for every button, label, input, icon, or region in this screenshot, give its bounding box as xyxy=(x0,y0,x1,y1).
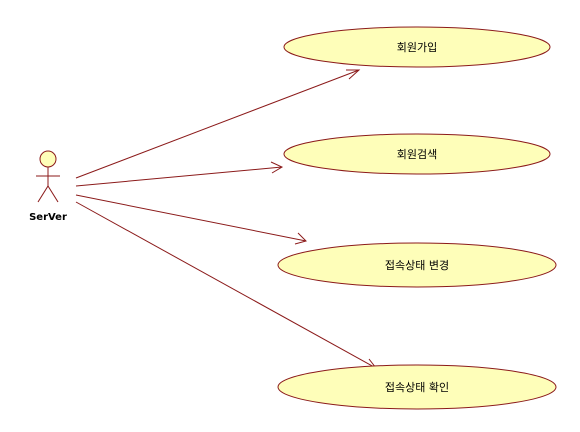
association-3 xyxy=(75,194,307,245)
association-line xyxy=(75,201,377,369)
use-case-ellipse xyxy=(283,133,551,175)
use-case-ellipse xyxy=(277,242,557,288)
use-case-label: 접속상태 확인 xyxy=(385,381,449,394)
actor-label: SerVer xyxy=(29,212,67,223)
use-case-label: 회원가입 xyxy=(397,41,437,54)
use-case-4[interactable]: 접속상태 확인 xyxy=(277,364,557,410)
association-2 xyxy=(75,161,284,187)
actor-head xyxy=(39,150,57,168)
arrowhead xyxy=(294,232,307,245)
association-line xyxy=(75,69,360,179)
actor-left-leg xyxy=(37,185,49,203)
use-case-1[interactable]: 회원가입 xyxy=(283,26,551,68)
use-case-ellipse xyxy=(283,26,551,68)
use-case-ellipse xyxy=(277,364,557,410)
arrowhead xyxy=(270,161,284,174)
association-1 xyxy=(75,69,361,179)
actor-server[interactable]: SerVer xyxy=(29,150,67,223)
association-4 xyxy=(75,201,378,369)
association-line xyxy=(75,194,307,242)
actor-right-leg xyxy=(47,185,59,203)
association-line xyxy=(75,166,283,187)
use-case-label: 접속상태 변경 xyxy=(385,259,449,272)
use-case-3[interactable]: 접속상태 변경 xyxy=(277,242,557,288)
arrowhead xyxy=(346,69,361,80)
use-case-label: 회원검색 xyxy=(397,148,437,161)
use-case-2[interactable]: 회원검색 xyxy=(283,133,551,175)
